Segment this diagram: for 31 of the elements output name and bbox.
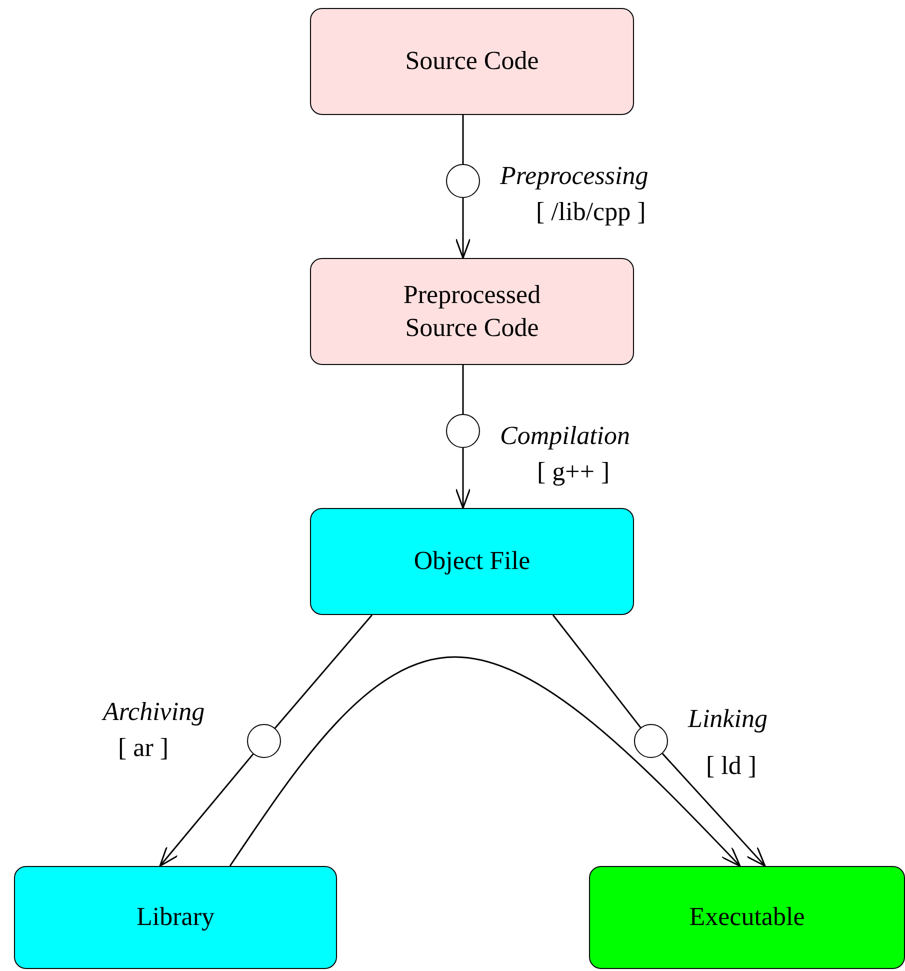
arrow [229, 656, 741, 867]
step-label: Linking [688, 703, 768, 734]
connector-line [462, 365, 464, 414]
circle-marker [247, 724, 281, 758]
node-label: Library [136, 901, 214, 934]
circle-marker [446, 164, 480, 198]
step-label: Preprocessing [500, 160, 648, 192]
arrow [159, 754, 254, 867]
process-box [589, 866, 905, 969]
node-label: Object File [414, 545, 530, 578]
tool-label: [ /lib/cpp ] [536, 196, 646, 228]
process-box [14, 866, 337, 969]
process-box [310, 258, 634, 365]
arrow [455, 198, 471, 259]
node-label: Executable [689, 901, 805, 934]
process-box [310, 8, 634, 115]
process-box [310, 508, 634, 615]
tool-label: [ ar ] [118, 732, 169, 764]
circle-marker [634, 724, 668, 758]
node-label: Source Code [405, 45, 539, 78]
connector-line [552, 614, 642, 728]
node-label: Preprocessed Source Code [402, 279, 542, 344]
tool-label: [ ld ] [706, 750, 757, 782]
arrow [662, 753, 766, 867]
connector-line [462, 115, 464, 164]
circle-marker [446, 414, 480, 448]
arrow [455, 448, 471, 509]
step-label: Archiving [103, 696, 205, 728]
connector-line [274, 614, 373, 729]
step-label: Compilation [500, 420, 630, 452]
tool-label: [ g++ ] [537, 456, 610, 488]
